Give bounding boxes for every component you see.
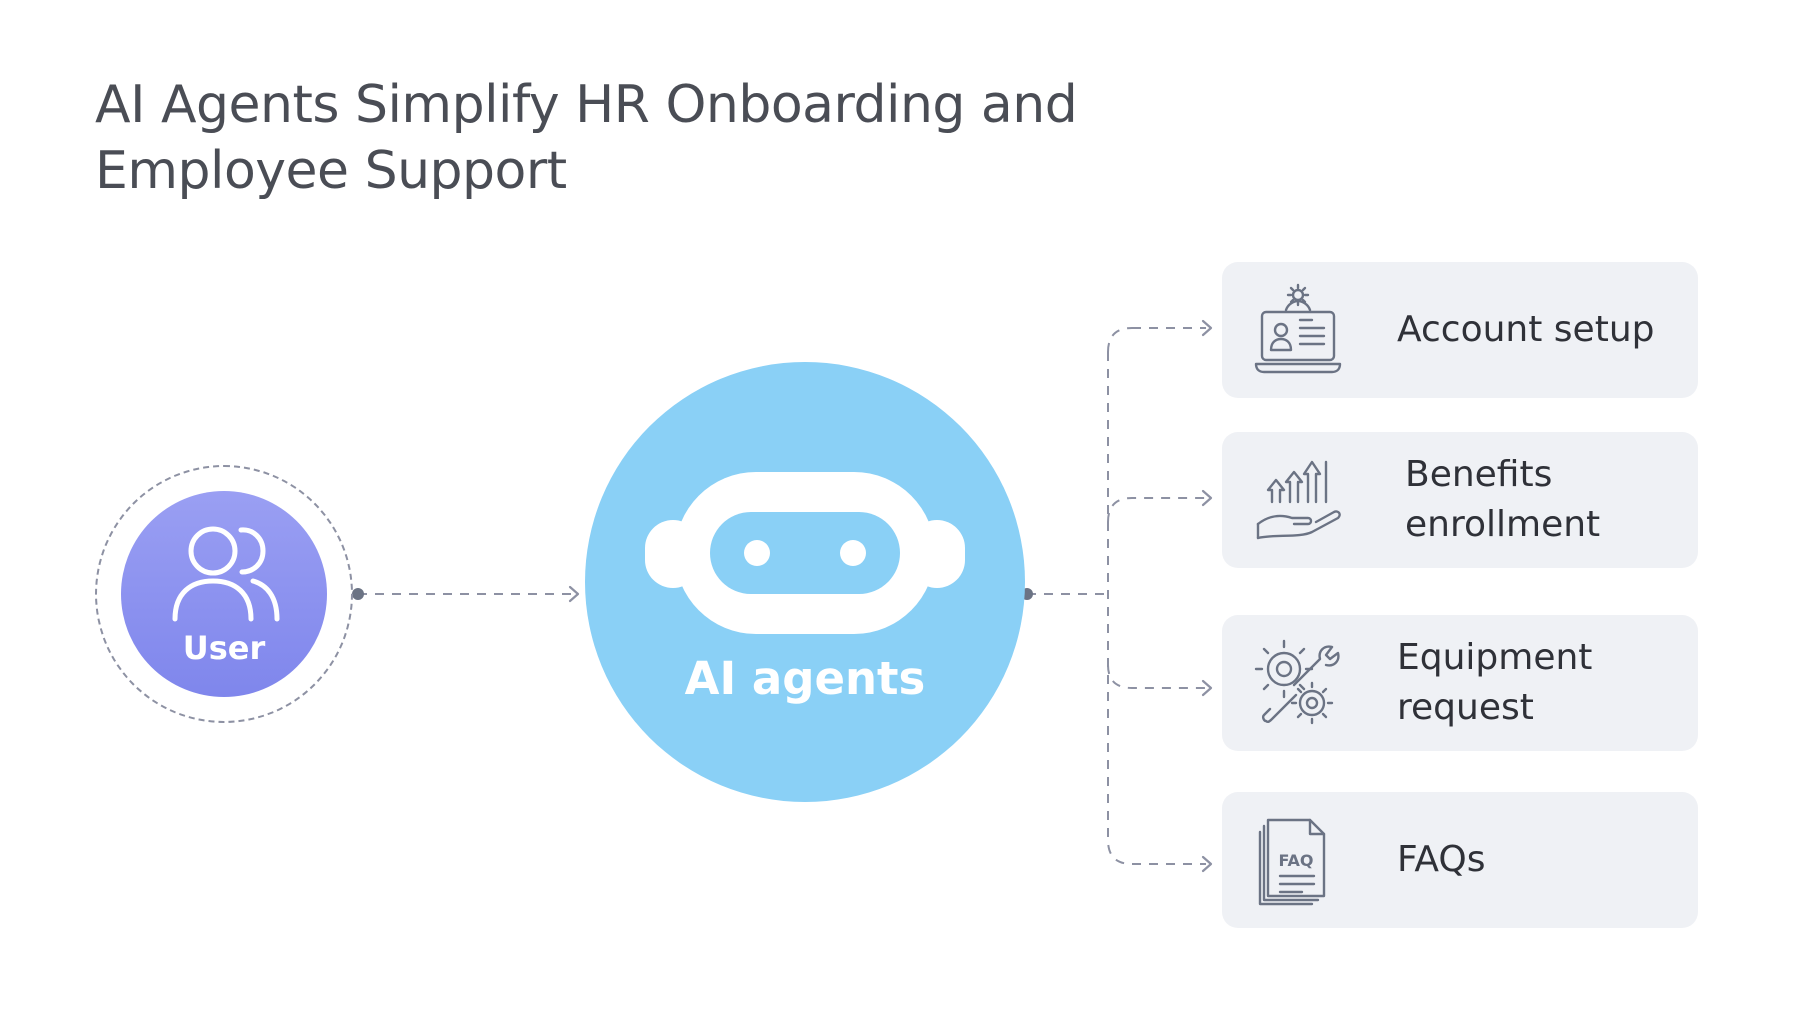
gear-wrench-icon <box>1254 639 1340 725</box>
ai-agents-label: AI agents <box>684 652 926 705</box>
task-card-equipment-request: Equipment request <box>1222 615 1698 751</box>
user-label: User <box>182 629 266 667</box>
arrowhead-faqs <box>1201 855 1213 873</box>
faq-icon-glyph: FAQ <box>1278 851 1313 870</box>
hand-growth-arrows-icon <box>1256 460 1341 540</box>
task-card-account-setup: Account setup <box>1222 262 1698 398</box>
connector-to-equipment <box>1107 664 1206 689</box>
robot-face-icon <box>645 472 965 634</box>
arrowhead-ai <box>568 585 580 603</box>
users-icon <box>172 526 280 622</box>
task-label-account-setup: Account setup <box>1397 309 1655 350</box>
task-label-faqs: FAQs <box>1397 839 1486 880</box>
page-title: AI Agents Simplify HR Onboarding and Emp… <box>95 72 1095 204</box>
task-label-equipment-request: Equipment request <box>1397 637 1593 728</box>
connector-to-benefits <box>1107 497 1206 523</box>
connector-dot-user <box>352 588 364 600</box>
user-node-ring <box>95 465 353 723</box>
task-card-faqs: FAQ FAQs <box>1222 792 1698 928</box>
user-node: User <box>121 491 327 697</box>
task-label-benefits-enrollment: Benefits enrollment <box>1405 454 1601 545</box>
faq-document-icon: FAQ <box>1258 818 1326 906</box>
task-card-benefits-enrollment: Benefits enrollment <box>1222 432 1698 568</box>
title-line-1: AI Agents Simplify HR Onboarding and <box>95 75 1078 135</box>
title-line-2: Employee Support <box>95 141 567 201</box>
arrowhead-equipment <box>1201 679 1213 697</box>
arrowhead-benefits <box>1201 489 1213 507</box>
ai-agents-node: AI agents <box>585 362 1025 802</box>
arrowhead-account-setup <box>1201 319 1213 337</box>
connector-trunk <box>1107 327 1133 865</box>
laptop-profile-gear-icon <box>1254 283 1342 374</box>
